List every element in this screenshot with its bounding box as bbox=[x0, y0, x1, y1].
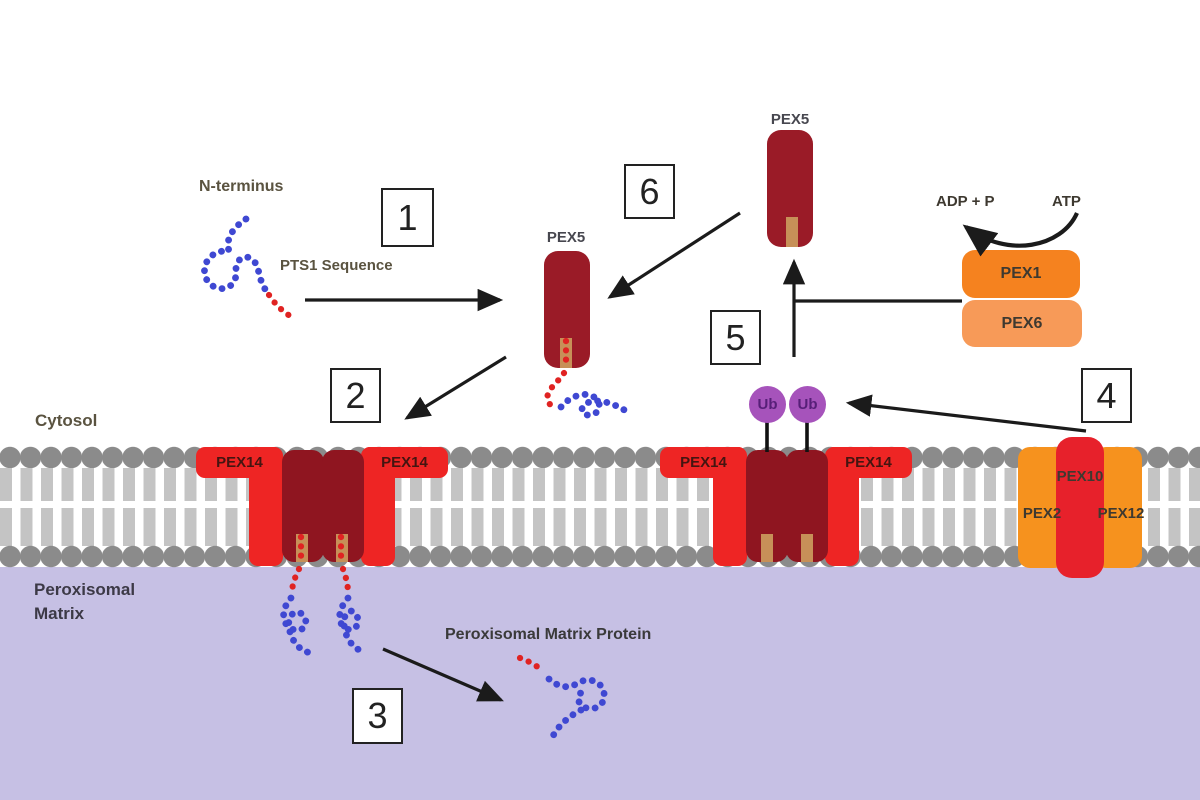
step-box-6: 6 bbox=[624, 164, 675, 219]
peroxisomal-matrix-region bbox=[0, 567, 1200, 800]
ubiquitin-icon-1: Ub bbox=[749, 386, 786, 423]
pts1-slot-occupied-2 bbox=[336, 534, 348, 562]
pex10-box bbox=[1056, 437, 1104, 578]
step-box-3: 3 bbox=[352, 688, 403, 744]
cargo-protein-top-blue-chain bbox=[201, 215, 269, 293]
pts1-slot-empty-2 bbox=[801, 534, 813, 562]
pex5-binding-slot-loaded bbox=[560, 338, 572, 368]
step-number-4: 4 bbox=[1096, 374, 1117, 416]
ubiquitin-label-2: Ub bbox=[797, 396, 818, 413]
step-box-2: 2 bbox=[330, 368, 381, 423]
pex14-left-column-2 bbox=[713, 447, 747, 566]
pex5-label-center: PEX5 bbox=[546, 229, 586, 246]
pex5-label-top: PEX5 bbox=[770, 111, 810, 128]
arrow-step2 bbox=[404, 355, 507, 420]
pts1-slot-empty-1 bbox=[761, 534, 773, 562]
step-box-4: 4 bbox=[1081, 368, 1132, 423]
step-box-1: 1 bbox=[381, 188, 434, 247]
pex2-label: PEX2 bbox=[1022, 505, 1062, 522]
step-number-1: 1 bbox=[397, 196, 418, 238]
pex10-label: PEX10 bbox=[1056, 468, 1104, 485]
arrow-step4 bbox=[845, 394, 1087, 433]
pex5-binding-slot-empty bbox=[786, 217, 798, 247]
pts1-sequence-label: PTS1 Sequence bbox=[280, 257, 393, 274]
pex14-label-3: PEX14 bbox=[680, 454, 727, 471]
step-box-5: 5 bbox=[710, 310, 761, 365]
n-terminus-label: N-terminus bbox=[199, 178, 284, 195]
pex1-box bbox=[962, 250, 1080, 298]
pts1-slot-occupied-1 bbox=[296, 534, 308, 562]
step-number-5: 5 bbox=[725, 316, 746, 358]
pex14-right-column-2 bbox=[825, 447, 859, 566]
step-number-6: 6 bbox=[639, 170, 660, 212]
step-number-3: 3 bbox=[367, 695, 388, 736]
arrow-step6 bbox=[607, 211, 741, 299]
pex12-label: PEX12 bbox=[1097, 505, 1145, 522]
peroxisomal-matrix-label: Peroxisomal Matrix bbox=[34, 580, 136, 623]
pex6-label: PEX6 bbox=[1001, 314, 1043, 332]
pex5-cargo-pts1-chain bbox=[544, 369, 568, 411]
pex14-right-column-1 bbox=[361, 447, 395, 566]
lipid-tails bbox=[0, 468, 1200, 546]
pex6-box bbox=[962, 300, 1082, 347]
pex14-label-2: PEX14 bbox=[381, 454, 428, 471]
ubiquitin-icon-2: Ub bbox=[789, 386, 826, 423]
adp-p-label: ADP + P bbox=[936, 193, 995, 210]
pex14-label-4: PEX14 bbox=[845, 454, 892, 471]
matrix-protein-caption: Peroxisomal Matrix Protein bbox=[445, 626, 652, 643]
ubiquitin-label-1: Ub bbox=[757, 396, 778, 413]
atp-hydrolysis-arrow bbox=[962, 212, 1079, 257]
cargo-protein-top-pts1-tail bbox=[265, 291, 294, 320]
atp-label: ATP bbox=[1052, 193, 1081, 210]
pex14-left-column-1 bbox=[249, 447, 283, 566]
pex1-label: PEX1 bbox=[1000, 265, 1042, 282]
step-number-2: 2 bbox=[345, 374, 366, 416]
cytosol-label: Cytosol bbox=[35, 411, 98, 430]
pex5-cargo-blue-chain bbox=[557, 391, 630, 419]
pex14-label-1: PEX14 bbox=[216, 454, 263, 471]
